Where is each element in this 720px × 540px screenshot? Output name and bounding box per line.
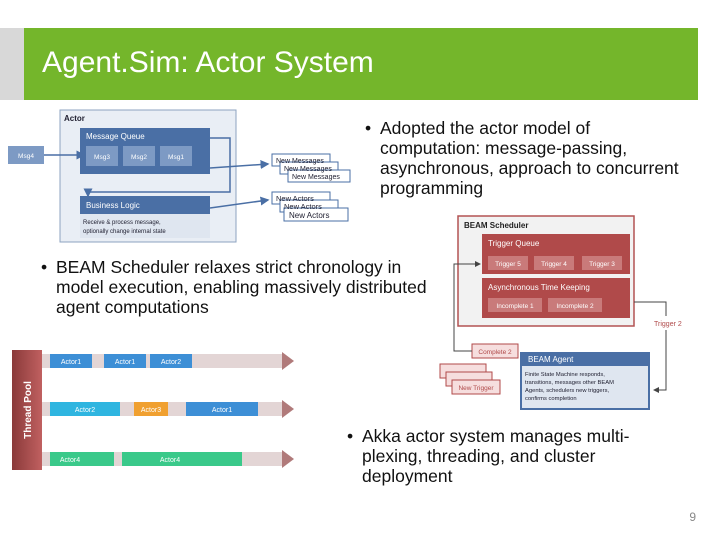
new-trigger: New Trigger	[458, 385, 494, 392]
bullet-dot: •	[347, 426, 354, 446]
row1-actor-2: Actor1	[115, 359, 135, 366]
queue-msg-2: Msg2	[131, 154, 147, 161]
title-accent	[0, 28, 24, 100]
bullet-text: BEAM Scheduler relaxes strict chronology…	[56, 257, 427, 317]
row3-actor-1: Actor4	[60, 457, 80, 464]
queue-msg-3: Msg3	[94, 154, 110, 161]
queue-msg-1: Msg1	[168, 154, 184, 161]
queue-label: Message Queue	[86, 132, 145, 141]
logic-desc-2: optionally change internal state	[83, 229, 166, 235]
new-actors-1: New Actors	[276, 194, 314, 203]
actor-label: Actor	[64, 114, 85, 123]
row1-actor-1: Actor1	[61, 359, 81, 366]
trigger-5: Trigger 5	[495, 261, 521, 268]
new-messages-3: New Messages	[292, 174, 340, 181]
thread-pool-label: Thread Pool	[23, 381, 34, 439]
incoming-msg: Msg4	[18, 153, 34, 160]
incomplete-2: Incomplete 2	[556, 303, 594, 310]
trigger-3: Trigger 3	[589, 261, 615, 268]
agent-label: BEAM Agent	[528, 355, 574, 364]
bullet-text: Adopted the actor model of computation: …	[380, 118, 679, 198]
bullet-actor-model: • Adopted the actor model of computation…	[365, 118, 690, 198]
bullet-dot: •	[365, 118, 372, 138]
bullet-akka: • Akka actor system manages multi-plexin…	[347, 426, 662, 486]
row2-actor-1: Actor2	[75, 407, 95, 414]
actor-model-diagram: Actor Message Queue Msg3 Msg2 Msg1 Msg4 …	[8, 109, 351, 243]
new-actors-2: New Actors	[284, 202, 322, 211]
async-label: Asynchronous Time Keeping	[488, 283, 590, 292]
incomplete-1: Incomplete 1	[496, 303, 534, 310]
trigger-2: Trigger 2	[654, 321, 682, 328]
row2-actor-2: Actor3	[141, 407, 161, 414]
agent-desc-4: confirms completion	[525, 396, 577, 402]
logic-desc-1: Receive & process message,	[83, 220, 161, 226]
row1-actor-3: Actor2	[161, 359, 181, 366]
scheduler-label: BEAM Scheduler	[464, 221, 528, 230]
logic-label: Business Logic	[86, 201, 140, 210]
slide-title: Agent.Sim: Actor System	[42, 46, 374, 79]
new-messages-1: New Messages	[276, 158, 324, 165]
bullet-text: Akka actor system manages multi-plexing,…	[362, 426, 630, 486]
complete-2: Complete 2	[478, 349, 512, 356]
new-actors-3: New Actors	[289, 211, 329, 220]
agent-desc-3: Agents, schedulers new triggers,	[525, 388, 609, 394]
agent-desc-2: transitions, messages other BEAM	[525, 380, 614, 386]
bullet-dot: •	[41, 257, 48, 277]
thread-pool-diagram: Thread Pool Actor1 Actor1 Actor2 Actor2 …	[12, 350, 294, 470]
agent-desc-1: Finite State Machine responds,	[525, 372, 605, 378]
trigger-queue-label: Trigger Queue	[488, 239, 540, 248]
new-messages-2: New Messages	[284, 166, 332, 173]
row3-actor-2: Actor4	[160, 457, 180, 464]
row2-actor-3: Actor1	[212, 407, 232, 414]
page-number: 9	[689, 510, 696, 524]
title-bar: Agent.Sim: Actor System	[0, 28, 698, 100]
beam-scheduler-diagram: BEAM Scheduler Trigger Queue Trigger 5 T…	[439, 215, 682, 410]
trigger-4: Trigger 4	[541, 261, 567, 268]
bullet-beam-scheduler: • BEAM Scheduler relaxes strict chronolo…	[41, 257, 436, 317]
